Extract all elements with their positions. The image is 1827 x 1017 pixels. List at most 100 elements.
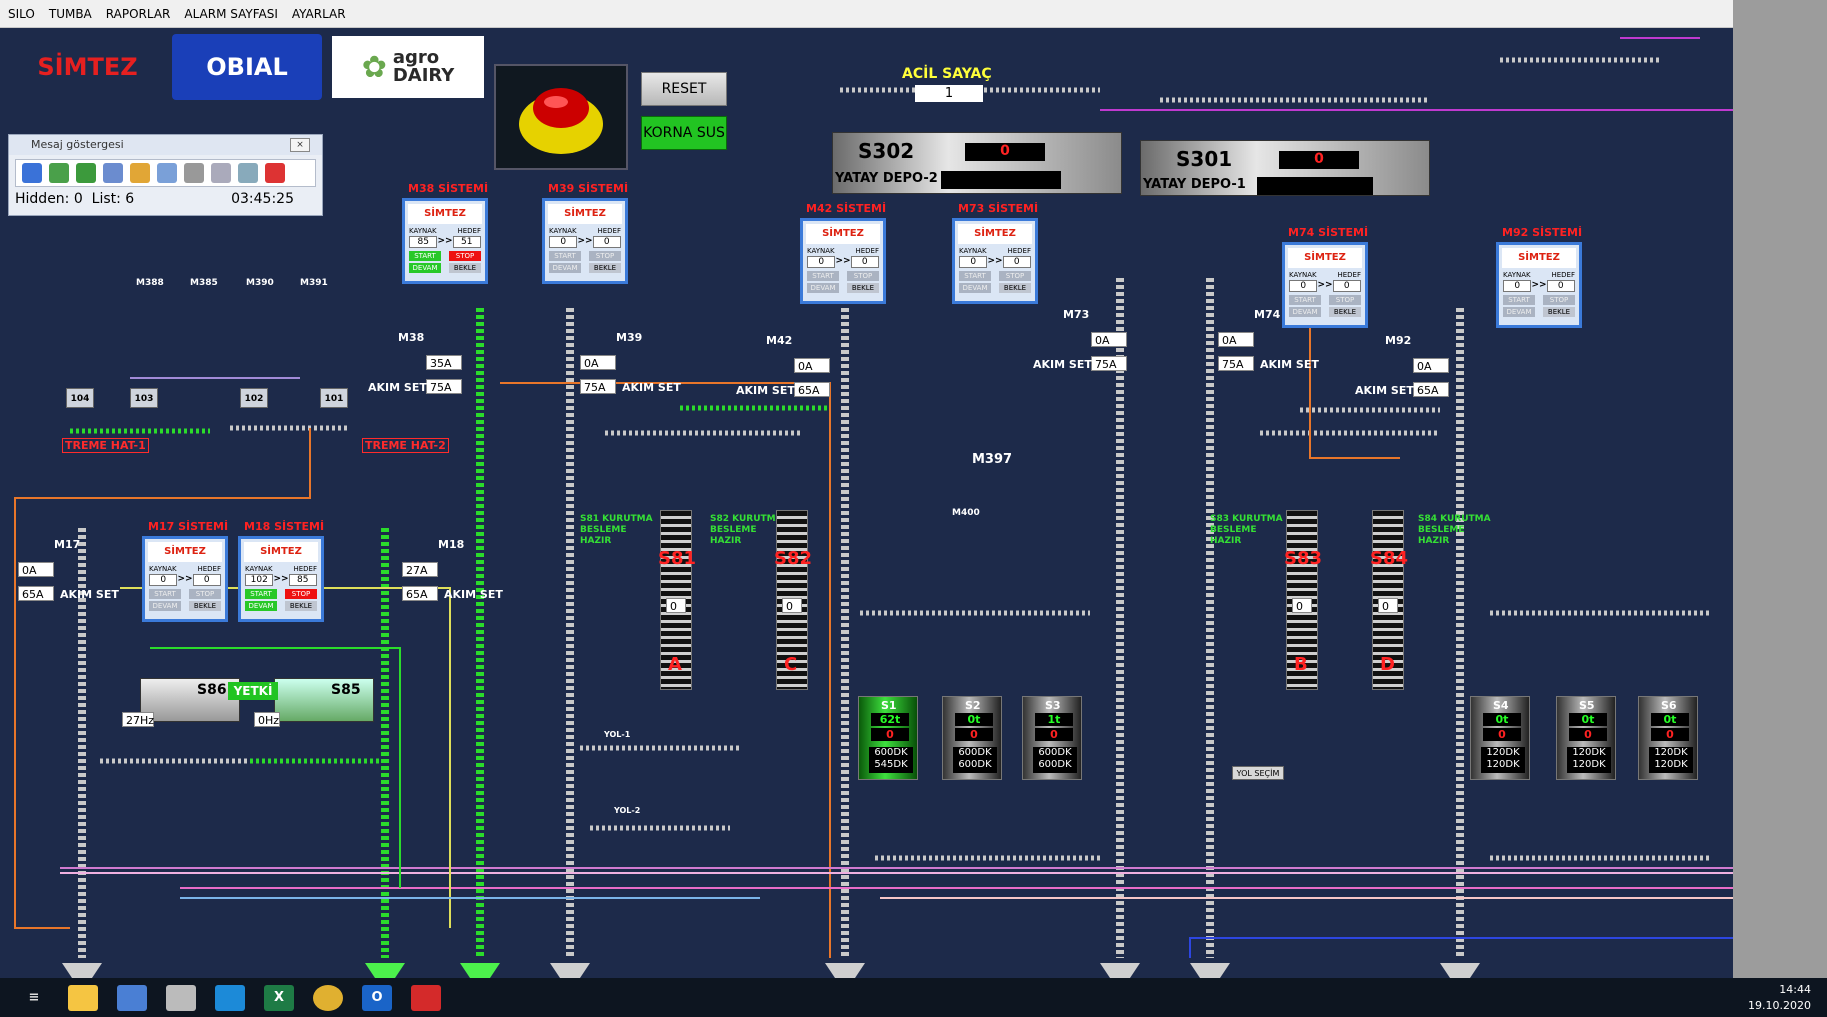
hedef-value[interactable]: 0	[592, 236, 621, 248]
lock-icon[interactable]	[130, 163, 150, 183]
menu-alarm[interactable]: ALARM SAYFASI	[184, 6, 278, 21]
emergency-stop-button[interactable]	[494, 64, 628, 170]
bekle-button[interactable]: BEKLE	[589, 263, 621, 273]
bird-app-icon[interactable]	[166, 984, 196, 1011]
bekle-button[interactable]: BEKLE	[999, 283, 1031, 293]
korna-sus-button[interactable]: KORNA SUS	[641, 116, 727, 150]
start-button[interactable]: START	[549, 251, 581, 261]
motor-m74-set[interactable]: 75A	[1218, 356, 1254, 371]
motor-m42-amp[interactable]: 0A	[794, 358, 830, 373]
hedef-value[interactable]: 0	[1546, 280, 1575, 292]
message-window[interactable]: Mesaj göstergesi ⨯ Hidden: 0 List: 6 03:…	[8, 134, 323, 216]
devam-button[interactable]: DEVAM	[245, 601, 277, 611]
motor-m92-amp[interactable]: 0A	[1413, 358, 1449, 373]
horn-icon[interactable]	[265, 163, 285, 183]
kaynak-value[interactable]: 0	[807, 256, 836, 268]
anydesk-icon[interactable]	[411, 984, 441, 1011]
start-button[interactable]: START	[1503, 295, 1535, 305]
chrome-icon[interactable]	[313, 984, 343, 1011]
tank-s301[interactable]: S301 0 YATAY DEPO-1	[1140, 140, 1430, 196]
start-button[interactable]: START	[1289, 295, 1321, 305]
tank-s302[interactable]: S302 0 YATAY DEPO-2	[832, 132, 1122, 194]
hedef-value[interactable]: 0	[850, 256, 879, 268]
stop-button[interactable]: STOP	[285, 589, 317, 599]
file-explorer-icon[interactable]	[68, 984, 98, 1011]
kaynak-value[interactable]: 0	[1503, 280, 1532, 292]
hedef-value[interactable]: 0	[1332, 280, 1361, 292]
outlook-icon[interactable]: O	[362, 984, 392, 1011]
motor-m38-set[interactable]: 75A	[426, 379, 462, 394]
devam-button[interactable]: DEVAM	[1289, 307, 1321, 317]
app-icon[interactable]	[117, 984, 147, 1011]
motor-m18-amp[interactable]: 27A	[402, 562, 438, 577]
start-button[interactable]: START	[959, 271, 991, 281]
hedef-value[interactable]: 0	[192, 574, 221, 586]
bekle-button[interactable]: BEKLE	[847, 283, 879, 293]
motor-m42-set[interactable]: 65A	[794, 382, 830, 397]
bekle-button[interactable]: BEKLE	[1329, 307, 1361, 317]
kaynak-value[interactable]: 85	[409, 236, 438, 248]
help-icon[interactable]	[22, 163, 42, 183]
devam-button[interactable]: DEVAM	[959, 283, 991, 293]
hedef-value[interactable]: 85	[288, 574, 317, 586]
close-icon[interactable]: ⨯	[290, 138, 310, 152]
hedef-value[interactable]: 51	[452, 236, 481, 248]
bunker-s86[interactable]: S86	[140, 678, 240, 722]
menu-silo[interactable]: SILO	[8, 6, 35, 21]
ack-all-icon[interactable]	[76, 163, 96, 183]
bekle-button[interactable]: BEKLE	[1543, 307, 1575, 317]
devam-button[interactable]: DEVAM	[549, 263, 581, 273]
stop-button[interactable]: STOP	[999, 271, 1031, 281]
kaynak-value[interactable]: 0	[1289, 280, 1318, 292]
bunker-s85[interactable]: S85	[274, 678, 374, 722]
kaynak-value[interactable]: 0	[959, 256, 988, 268]
motor-m18-set[interactable]: 65A	[402, 586, 438, 601]
devam-button[interactable]: DEVAM	[1503, 307, 1535, 317]
devam-button[interactable]: DEVAM	[807, 283, 839, 293]
stop-button[interactable]: STOP	[847, 271, 879, 281]
menu-raporlar[interactable]: RAPORLAR	[105, 6, 171, 21]
bekle-button[interactable]: BEKLE	[285, 601, 317, 611]
stop-button[interactable]: STOP	[449, 251, 481, 261]
bekle-button[interactable]: BEKLE	[189, 601, 221, 611]
kaynak-value[interactable]: 0	[549, 236, 578, 248]
start-button[interactable]: START	[245, 589, 277, 599]
stop-button[interactable]: STOP	[589, 251, 621, 261]
start-button[interactable]: START	[807, 271, 839, 281]
excel-icon[interactable]: X	[264, 984, 294, 1011]
hand-icon[interactable]	[184, 163, 204, 183]
filter-icon[interactable]	[211, 163, 231, 183]
menu-ayarlar[interactable]: AYARLAR	[291, 6, 346, 21]
edge-icon[interactable]	[215, 984, 245, 1011]
motor-m92-set[interactable]: 65A	[1413, 382, 1449, 397]
taskbar-clock[interactable]: 14:44 19.10.2020	[1748, 982, 1811, 1014]
kaynak-value[interactable]: 102	[245, 574, 274, 586]
motor-m73-amp[interactable]: 0A	[1091, 332, 1127, 347]
stop-button[interactable]: STOP	[1329, 295, 1361, 305]
list-icon[interactable]	[103, 163, 123, 183]
motor-m39-amp[interactable]: 0A	[580, 355, 616, 370]
devam-button[interactable]: DEVAM	[149, 601, 181, 611]
stop-button[interactable]: STOP	[189, 589, 221, 599]
task-view-icon[interactable]: ≡	[28, 990, 40, 1005]
chart-icon[interactable]	[157, 163, 177, 183]
reset-button[interactable]: RESET	[641, 72, 727, 106]
motor-m73-set[interactable]: 75A	[1091, 356, 1127, 371]
menu-tumba[interactable]: TUMBA	[48, 6, 92, 21]
check-icon[interactable]	[238, 163, 258, 183]
hedef-value[interactable]: 0	[1002, 256, 1031, 268]
motor-m17-set[interactable]: 65A	[18, 586, 54, 601]
stop-button[interactable]: STOP	[1543, 295, 1575, 305]
